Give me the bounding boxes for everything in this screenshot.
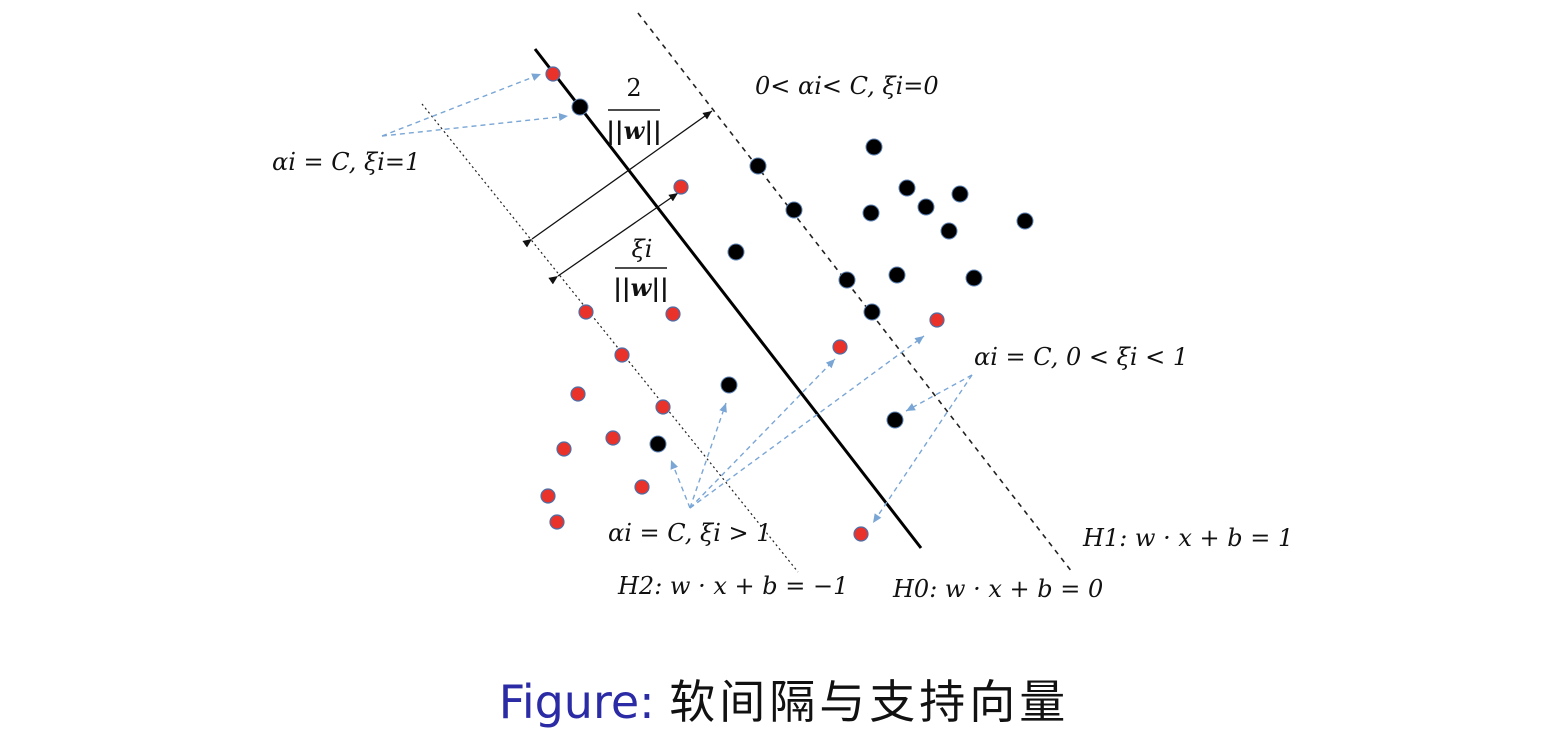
black-point: [865, 138, 883, 156]
annotation-arrow: [381, 73, 542, 137]
black-point: [720, 376, 738, 394]
red-point: [634, 479, 650, 495]
red-point: [929, 312, 945, 328]
annotation-arrow: [872, 374, 973, 524]
black-point: [898, 179, 916, 197]
black-point: [862, 204, 880, 222]
annotation-arrow: [381, 112, 569, 137]
annotation-arrow: [689, 358, 836, 509]
slack-fraction-denominator: ||w||: [613, 273, 669, 302]
svm-soft-margin-diagram: 2 ||w|| ξi ||w|| 0< αi< C, ξi=0 αi = C, …: [272, 12, 1293, 603]
label-h1: H1: w · x + b = 1: [1082, 524, 1293, 552]
slack-fraction-numerator: ξi: [632, 235, 653, 263]
black-point: [940, 222, 958, 240]
annotation-arrows: [381, 73, 973, 524]
red-point: [655, 399, 671, 415]
red-point: [853, 526, 869, 542]
red-point: [605, 430, 621, 446]
margin-fraction-numerator: 2: [626, 74, 641, 102]
label-bounded-xi-between: αi = C, 0 < ξi < 1: [974, 343, 1188, 371]
red-point: [578, 304, 594, 320]
caption-prefix: Figure:: [498, 675, 655, 729]
label-h2: H2: w · x + b = −1: [617, 572, 848, 600]
black-point: [863, 303, 881, 321]
label-bounded-xi-greater: αi = C, ξi > 1: [608, 519, 772, 547]
red-point: [614, 347, 630, 363]
slack-fraction: ξi ||w||: [613, 235, 669, 302]
points-layer: [540, 66, 1034, 542]
black-point: [749, 157, 767, 175]
red-point: [556, 441, 572, 457]
annotation-arrow: [670, 459, 691, 509]
label-bounded-xi-one: αi = C, ξi=1: [272, 148, 420, 176]
margin-line-h2: [421, 103, 799, 573]
black-point: [917, 198, 935, 216]
black-point: [727, 243, 745, 261]
black-point: [1016, 212, 1034, 230]
margin-fraction: 2 ||w||: [606, 74, 662, 145]
black-point: [649, 435, 667, 453]
red-point: [673, 179, 689, 195]
annotation-arrow: [905, 374, 973, 412]
hyperplane-h0: [533, 48, 923, 549]
figure-caption: Figure: 软间隔与支持向量: [0, 672, 1568, 732]
caption-text: 软间隔与支持向量: [669, 675, 1070, 729]
black-point: [888, 266, 906, 284]
black-point: [886, 411, 904, 429]
red-point: [665, 306, 681, 322]
black-point: [965, 269, 983, 287]
red-point: [545, 66, 561, 82]
margin-line-h1: [637, 12, 1073, 573]
black-point: [951, 185, 969, 203]
red-point: [570, 386, 586, 402]
black-point: [838, 271, 856, 289]
red-point: [540, 488, 556, 504]
label-free-support-vectors: 0< αi< C, ξi=0: [755, 72, 939, 100]
annotation-arrow: [689, 402, 727, 509]
margin-fraction-denominator: ||w||: [606, 116, 662, 145]
red-point: [549, 514, 565, 530]
red-point: [832, 339, 848, 355]
slack-distance-arrow: [548, 192, 679, 285]
black-point: [785, 201, 803, 219]
black-point: [571, 98, 589, 116]
annotation-arrow: [689, 335, 925, 509]
label-h0: H0: w · x + b = 0: [892, 575, 1103, 603]
